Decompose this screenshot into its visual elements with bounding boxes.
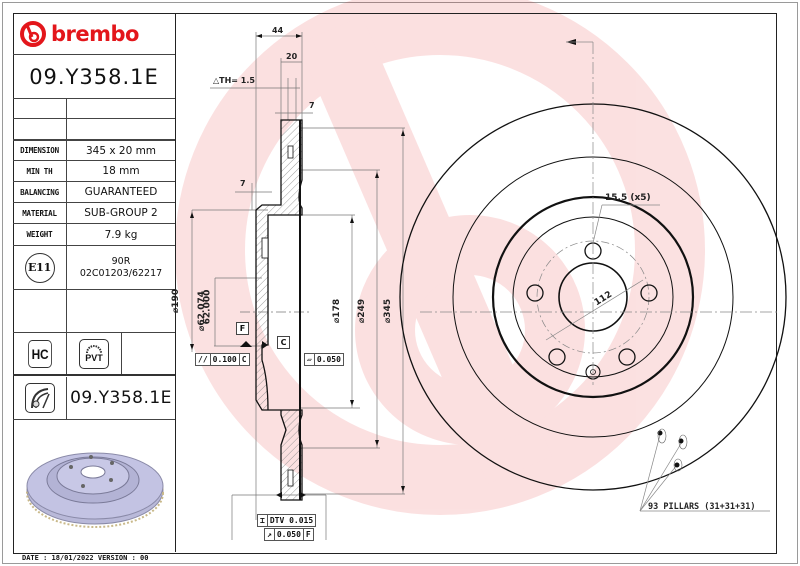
tolerance-dtv: ⌶ DTV 0.015	[257, 514, 317, 527]
dim-d62-min: 62.000	[202, 289, 213, 325]
datum-f: F	[236, 322, 249, 335]
spec-row-material: MATERIAL SUB-GROUP 2	[13, 203, 175, 224]
hc-cell: HC	[13, 333, 67, 374]
spec-value: 345 x 20 mm	[85, 144, 157, 157]
tolerance-value: DTV 0.015	[269, 516, 314, 525]
datum-c: C	[277, 336, 290, 349]
tolerance-runout: ↗ 0.050 F	[264, 528, 314, 541]
pvt-pillars-icon	[86, 344, 102, 353]
spec-value: SUB-GROUP 2	[84, 207, 158, 219]
e11-mark-icon: E11	[24, 252, 55, 283]
tolerance-value: 0.050	[275, 529, 304, 540]
dim-delta-th: △TH= 1.5	[213, 76, 255, 85]
spec-row-balancing: BALANCING GUARANTEED	[13, 182, 175, 203]
hc-icon: HC	[27, 339, 52, 368]
pillars-spec: 93 PILLARS (31+31+31)	[648, 502, 756, 512]
dim-thickness: 20	[286, 52, 298, 61]
part-number: 09.Y358.1E	[13, 55, 175, 99]
spec-label: MIN TH	[13, 161, 67, 181]
disc-profile-cell	[13, 377, 67, 419]
regulation: 90R	[111, 255, 131, 267]
dim-vent-7-mid: 7	[240, 179, 246, 188]
spec-label: DIMENSION	[13, 141, 67, 160]
flatness-icon: ▱	[305, 354, 315, 365]
thickness-variation-icon: ⌶	[258, 515, 268, 526]
spec-row-dimension: DIMENSION 345 x 20 mm	[13, 140, 175, 161]
brembo-logo-icon	[20, 20, 46, 47]
pvt-label: PVT	[85, 352, 103, 363]
spec-label: BALANCING	[13, 182, 67, 202]
bolt-hole-spec: 15.5 (x5)	[605, 193, 651, 203]
dim-vent-7-top: 7	[309, 101, 315, 110]
homologation-row: E11 90R 02C01203/62217	[13, 246, 175, 290]
badge-row: HC PVT	[13, 333, 175, 376]
brand-logo: brembo	[13, 13, 175, 55]
part-number-secondary: 09.Y358.1E	[70, 388, 172, 408]
spec-row-min-th: MIN TH 18 mm	[13, 161, 175, 182]
drawing-frame	[13, 13, 777, 554]
tolerance-datum: C	[241, 355, 247, 364]
dim-d249: ⌀249	[357, 298, 368, 324]
tolerance-value: 0.050	[316, 355, 341, 364]
spec-label: WEIGHT	[13, 224, 67, 245]
empty-row	[13, 98, 175, 119]
homologation-mark-cell: E11	[13, 246, 67, 289]
dim-d345: ⌀345	[383, 298, 394, 324]
spec-panel: brembo 09.Y358.1E DIMENSION 345 x 20 mm …	[13, 13, 176, 552]
tolerance-parallelism: // 0.100 C	[195, 353, 250, 366]
pvt-cell: PVT	[67, 333, 122, 374]
runout-icon: ↗	[265, 529, 275, 540]
part-number-row: 09.Y358.1E	[13, 377, 175, 420]
spec-label: MATERIAL	[13, 203, 67, 223]
date-version: DATE : 18/01/2022 VERSION : 00	[22, 554, 149, 562]
empty-row	[13, 119, 175, 140]
spec-row-weight: WEIGHT 7.9 kg	[13, 224, 175, 246]
tolerance-value: 0.100	[211, 354, 240, 365]
brand-name: brembo	[51, 21, 139, 46]
disc-profile-icon	[24, 383, 55, 413]
spec-value: GUARANTEED	[84, 186, 158, 198]
tolerance-flatness: ▱ 0.050	[304, 353, 344, 366]
pvt-icon: PVT	[79, 338, 109, 369]
spec-value: 18 mm	[102, 165, 140, 177]
tolerance-datum: F	[305, 530, 311, 539]
homologation-values: 90R 02C01203/62217	[67, 246, 175, 289]
dim-overall-width: 44	[272, 26, 284, 35]
empty-row	[13, 290, 175, 333]
dim-d178: ⌀178	[332, 298, 343, 324]
approval-number: 02C01203/62217	[79, 267, 163, 279]
disc-3d-render	[26, 452, 164, 528]
parallelism-icon: //	[196, 354, 211, 365]
dim-d190: ⌀190	[171, 288, 182, 314]
spec-value: 7.9 kg	[104, 228, 138, 241]
